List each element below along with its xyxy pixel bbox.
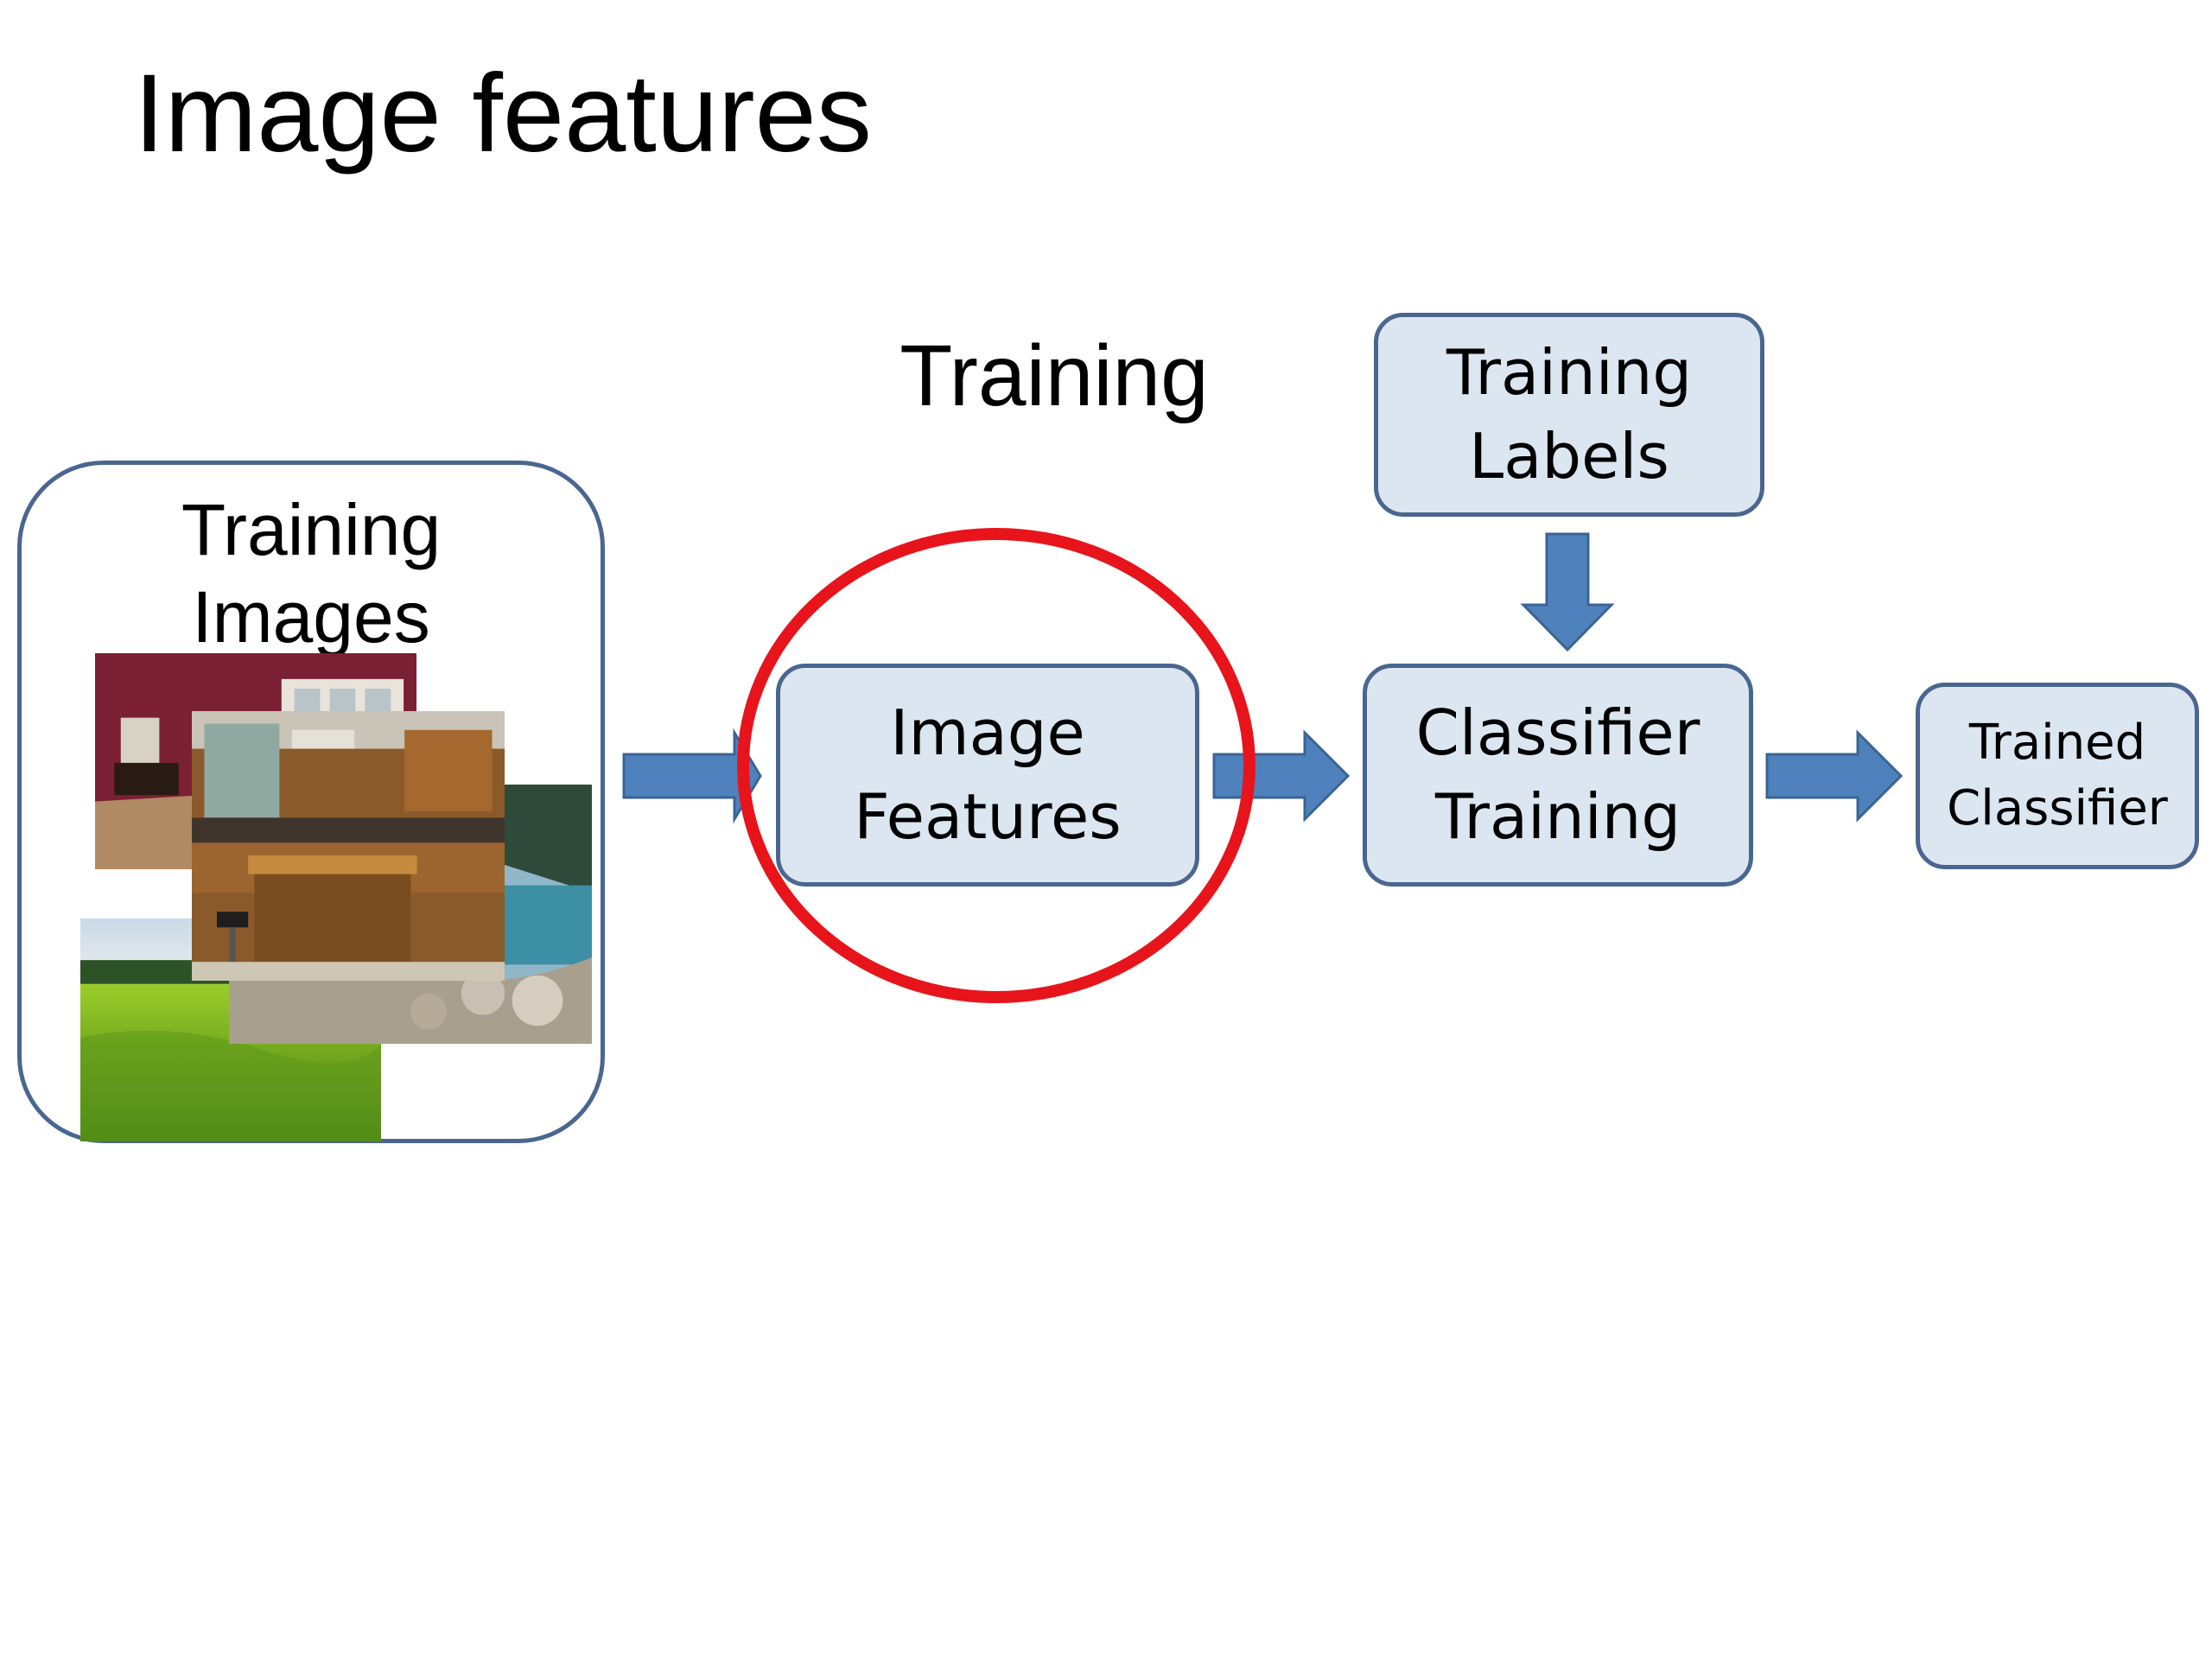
image-features-line1: Image	[890, 696, 1085, 769]
arrow-classifier-to-trained-icon	[1765, 729, 1904, 823]
trained-classifier-line1: Trained	[1968, 715, 2146, 772]
classifier-training-line2: Training	[1434, 780, 1681, 853]
arrow-images-to-features-icon	[622, 728, 762, 824]
training-labels-box: Training Labels	[1374, 313, 1764, 517]
training-images-label-line1: Training	[181, 489, 442, 570]
phase-label: Training	[899, 327, 1209, 424]
classifier-training-box: Classifier Training	[1363, 664, 1753, 887]
training-images-label: Training Images	[22, 486, 601, 661]
classifier-training-line1: Classifier	[1415, 696, 1700, 769]
arrow-labels-to-classifier-icon	[1520, 532, 1615, 652]
image-features-line2: Features	[854, 780, 1122, 853]
training-labels-line2: Labels	[1469, 420, 1669, 493]
slide-title: Image features	[134, 52, 872, 175]
trained-classifier-line2: Classifier	[1947, 780, 2168, 836]
training-images-panel: Training Images	[17, 461, 605, 1143]
trained-classifier-box: Trained Classifier	[1916, 683, 2199, 869]
image-features-box: Image Features	[776, 664, 1199, 887]
arrow-features-to-classifier-icon	[1212, 729, 1351, 823]
training-labels-line1: Training	[1446, 335, 1693, 409]
training-images-label-line2: Images	[192, 575, 430, 658]
kitchen-photo	[192, 711, 505, 981]
